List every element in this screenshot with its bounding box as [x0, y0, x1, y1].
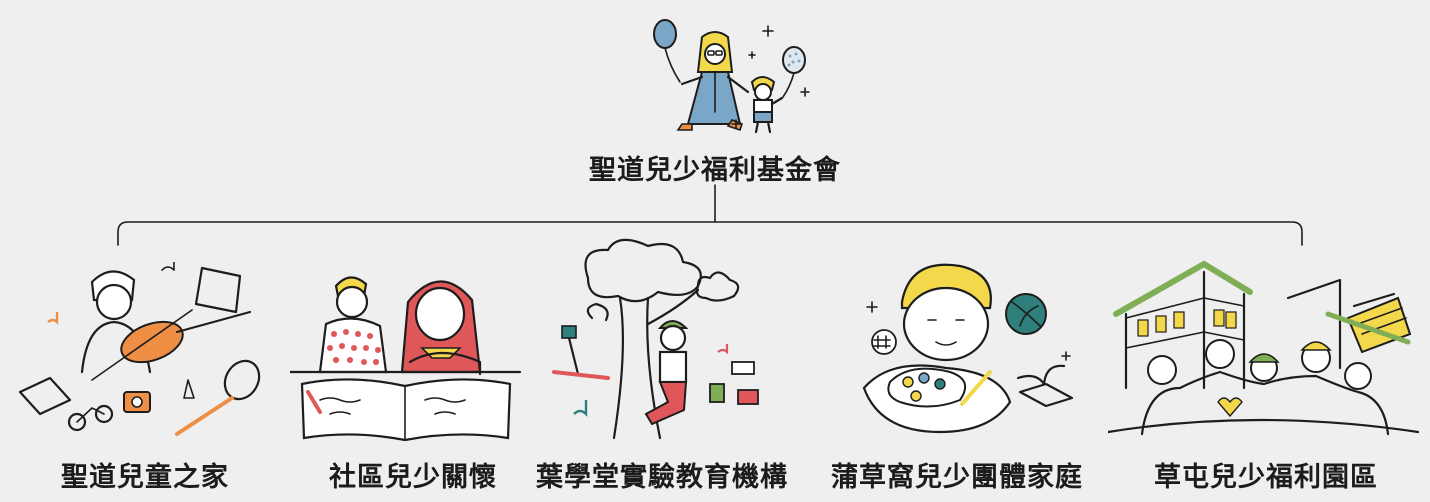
spatula-icon	[566, 332, 580, 376]
community-care-illustration	[290, 276, 522, 442]
child-title-2: 社區兒少關懷	[329, 462, 497, 493]
violin-icon	[120, 320, 184, 364]
children-home-illustration	[18, 262, 261, 436]
badminton-racket-icon	[223, 359, 261, 401]
experimental-education-illustration	[552, 238, 759, 440]
root-illustration	[653, 19, 810, 134]
music-note-icon	[161, 262, 175, 271]
lego-brick-icon	[731, 361, 755, 375]
open-book-icon	[300, 378, 512, 442]
child-title-5: 草屯兒少福利園區	[1154, 462, 1378, 493]
child-title-1: 聖道兒童之家	[61, 462, 229, 493]
tree-crown-icon	[584, 238, 702, 303]
child-title-4: 蒲草窩兒少團體家庭	[831, 462, 1083, 493]
sparkle-icon	[762, 25, 774, 37]
dotted-balloon-icon	[782, 46, 806, 74]
root-title: 聖道兒少福利基金會	[589, 155, 841, 186]
child-title-3: 葉學堂實驗教育機構	[536, 462, 788, 493]
heart-icon	[1217, 397, 1243, 418]
music-note-icon-2	[573, 400, 588, 417]
book-icon	[194, 266, 242, 314]
building-roof-icon	[1113, 260, 1253, 317]
group-home-illustration	[862, 263, 1074, 434]
sparkle-icon-2	[866, 301, 878, 313]
pencil-icon	[306, 390, 322, 414]
branch-bracket-line	[117, 221, 1303, 246]
welfare-park-illustration	[1108, 260, 1420, 436]
brush-icon	[960, 370, 992, 406]
blue-balloon-icon	[653, 19, 677, 49]
